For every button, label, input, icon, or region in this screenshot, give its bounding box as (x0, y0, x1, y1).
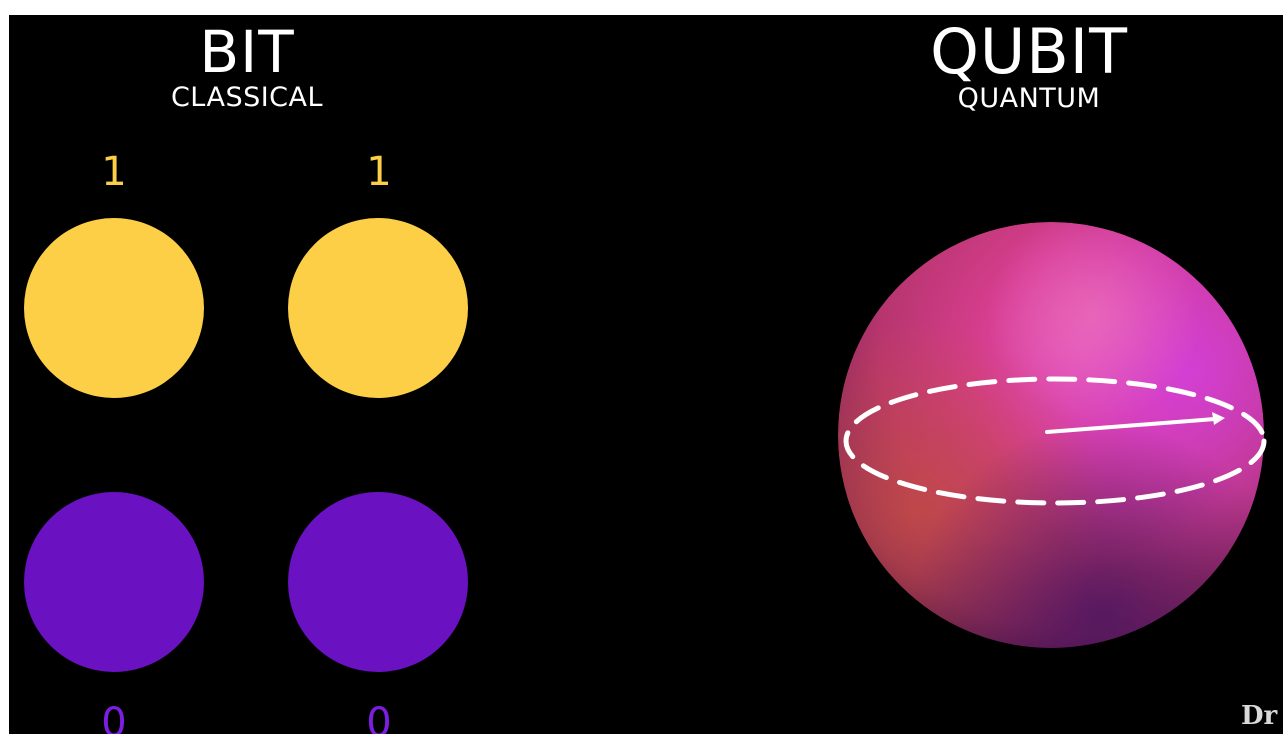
state-vector-arrow (1045, 417, 1217, 434)
qubit-sphere-diagram (838, 222, 1267, 648)
state-vector-arrowhead (1212, 412, 1225, 425)
channel-logo: Dr (1241, 701, 1278, 731)
bit-one-circle-left (24, 218, 204, 398)
qubit-subtitle: QUANTUM (957, 83, 1101, 114)
bit-zero-label-right: 0 (366, 700, 392, 734)
sphere-body (838, 222, 1264, 648)
qubit-title: QUBIT (930, 15, 1128, 88)
video-frame: BIT CLASSICAL 1 1 0 0 QUBIT QUANTUM (9, 15, 1283, 734)
bit-zero-label-left: 0 (101, 700, 127, 734)
bit-one-label-right: 1 (366, 149, 392, 195)
bit-one-label-left: 1 (101, 149, 127, 195)
equator-dashed-ellipse (843, 376, 1267, 506)
bit-zero-circle-left (24, 492, 204, 672)
bit-title: BIT (199, 18, 295, 86)
bit-zero-circle-right (288, 492, 468, 672)
bit-subtitle: CLASSICAL (170, 82, 324, 113)
bit-one-circle-right (288, 218, 468, 398)
